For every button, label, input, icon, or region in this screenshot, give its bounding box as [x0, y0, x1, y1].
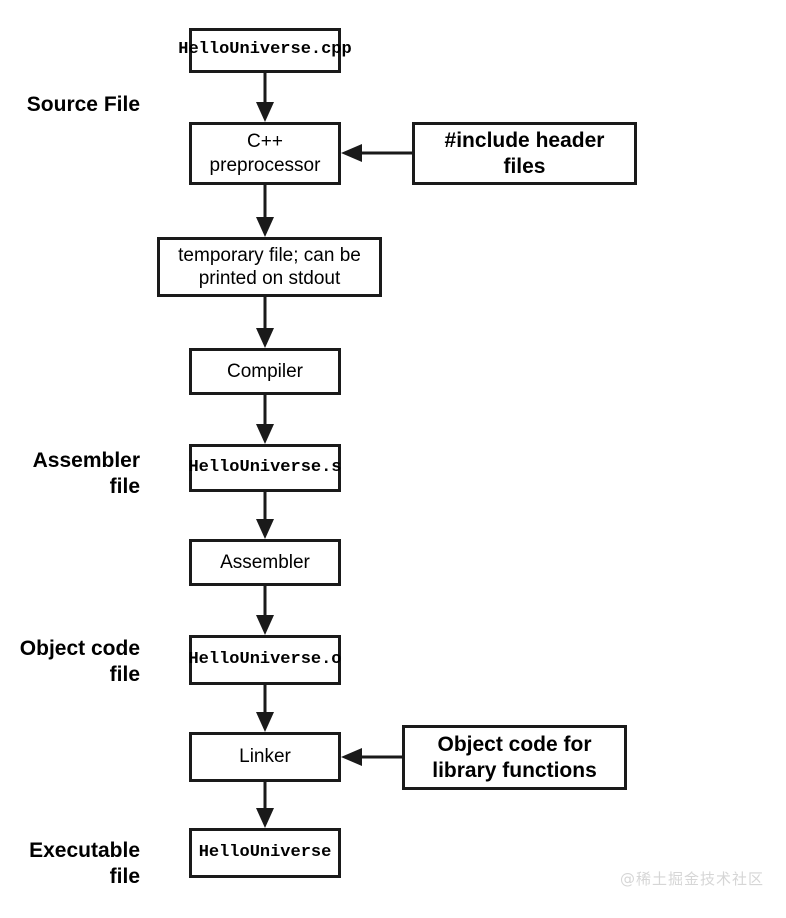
watermark-text: @稀土掘金技术社区	[620, 870, 765, 888]
node-hellouniverse-o[interactable]: HelloUniverse.o	[188, 635, 342, 685]
edge-linker-to-executable	[256, 782, 274, 828]
stage-label-source-file: Source File	[26, 93, 140, 116]
edge-assembler-to-objfile	[256, 586, 274, 635]
node-hellouniverse-cpp[interactable]: HelloUniverse.cpp	[178, 28, 352, 73]
stage-label-object-code-file: Object code file	[19, 637, 140, 687]
node-compiler[interactable]: Compiler	[189, 348, 341, 395]
node-temporary-file[interactable]: temporary file; can be printed on stdout	[157, 237, 382, 297]
node-cpp-preprocessor[interactable]: C++ preprocessor	[189, 122, 341, 185]
stage-label-assembler-file: Assembler file	[32, 449, 140, 499]
edge-compiler-to-asmfile	[256, 395, 274, 444]
node-object-code-library[interactable]: Object code for library functions	[402, 725, 627, 790]
node-assembler[interactable]: Assembler	[189, 539, 341, 586]
edge-asmfile-to-assembler	[256, 492, 274, 539]
edge-preprocessor-to-tempfile	[256, 185, 274, 237]
node-hellouniverse-exe[interactable]: HelloUniverse	[189, 828, 341, 878]
node-hellouniverse-s[interactable]: HelloUniverse.s	[188, 444, 342, 492]
node-include-header-files[interactable]: #include header files	[412, 122, 637, 185]
node-linker[interactable]: Linker	[189, 732, 341, 782]
edge-library-to-linker	[341, 748, 402, 766]
edge-tempfile-to-compiler	[256, 297, 274, 348]
stage-label-executable-file: Executable file	[29, 839, 140, 889]
edge-include-to-preprocessor	[341, 144, 412, 162]
edge-objfile-to-linker	[256, 685, 274, 732]
edge-cpp-to-preprocessor	[256, 73, 274, 122]
